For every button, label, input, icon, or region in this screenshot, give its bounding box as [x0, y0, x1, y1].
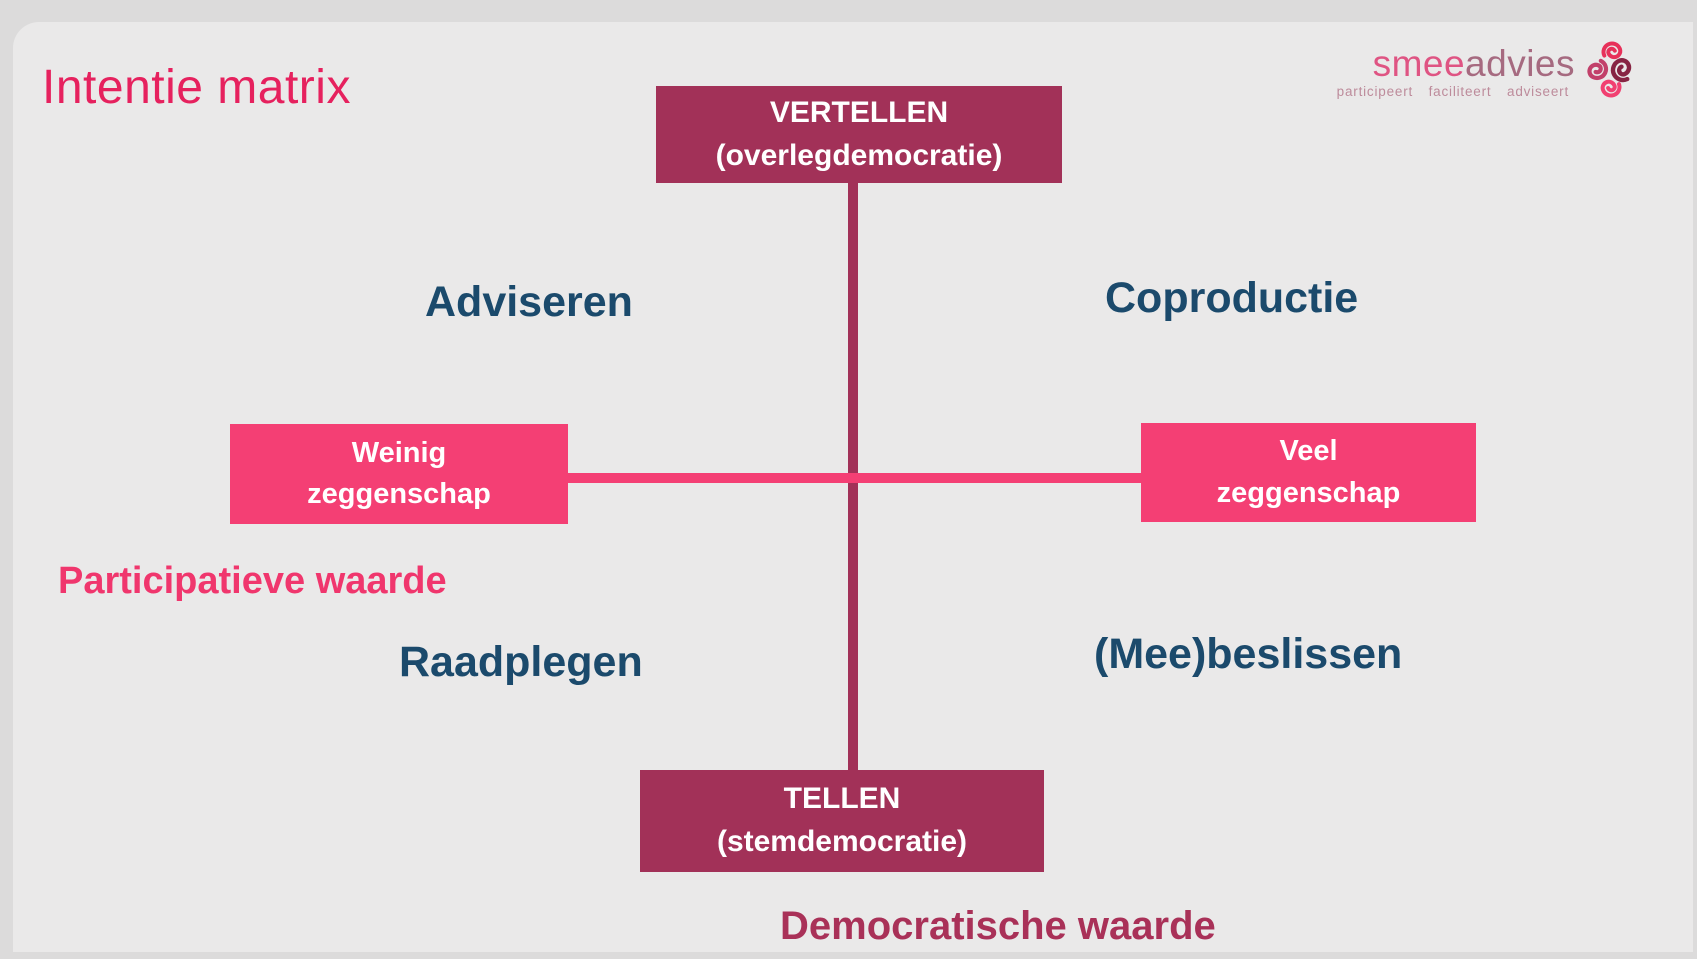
axis-label-participatieve-waarde: Participatieve waarde	[58, 560, 447, 602]
quadrant-label-adviseren: Adviseren	[425, 278, 633, 326]
page-title: Intentie matrix	[42, 61, 351, 114]
logo-brand-primary: smee	[1372, 43, 1466, 84]
quadrant-label-coproductie: Coproductie	[1105, 274, 1359, 322]
axis-right-box: Veel zeggenschap	[1141, 423, 1476, 522]
logo-tagline-word: faciliteert	[1428, 84, 1492, 99]
axis-left-box-line2: zeggenschap	[307, 478, 491, 510]
axis-right-box-line2: zeggenschap	[1216, 476, 1401, 509]
axis-label-democratische-waarde: Democratische waarde	[780, 904, 1216, 948]
axis-bottom-box-line1: TELLEN	[783, 782, 901, 816]
horizontal-axis-line	[568, 473, 1141, 483]
axis-bottom-box: TELLEN (stemdemocratie)	[640, 770, 1044, 872]
axis-top-box-line2: (overlegdemocratie)	[715, 138, 1003, 172]
logo-tagline: participeert faciliteert adviseert	[1337, 84, 1569, 99]
axis-top-box-line1: VERTELLEN	[769, 95, 949, 129]
quadrant-label-meebeslissen: (Mee)beslissen	[1094, 630, 1403, 678]
four-swirls-icon	[1587, 41, 1632, 98]
logo-brand-secondary: advies	[1465, 43, 1575, 84]
axis-bottom-box-line2: (stemdemocratie)	[716, 825, 968, 858]
axis-top-box: VERTELLEN (overlegdemocratie)	[656, 86, 1062, 183]
axis-left-box-line1: Weinig	[351, 436, 447, 469]
quadrant-label-raadplegen: Raadplegen	[399, 638, 643, 686]
axis-right-box-line1: Veel	[1279, 435, 1338, 468]
logo-wordmark: smeeadvies	[1373, 43, 1575, 85]
axis-left-box: Weinig zeggenschap	[230, 424, 568, 524]
logo-tagline-word: adviseert	[1507, 84, 1569, 99]
logo-tagline-word: participeert	[1336, 84, 1414, 99]
